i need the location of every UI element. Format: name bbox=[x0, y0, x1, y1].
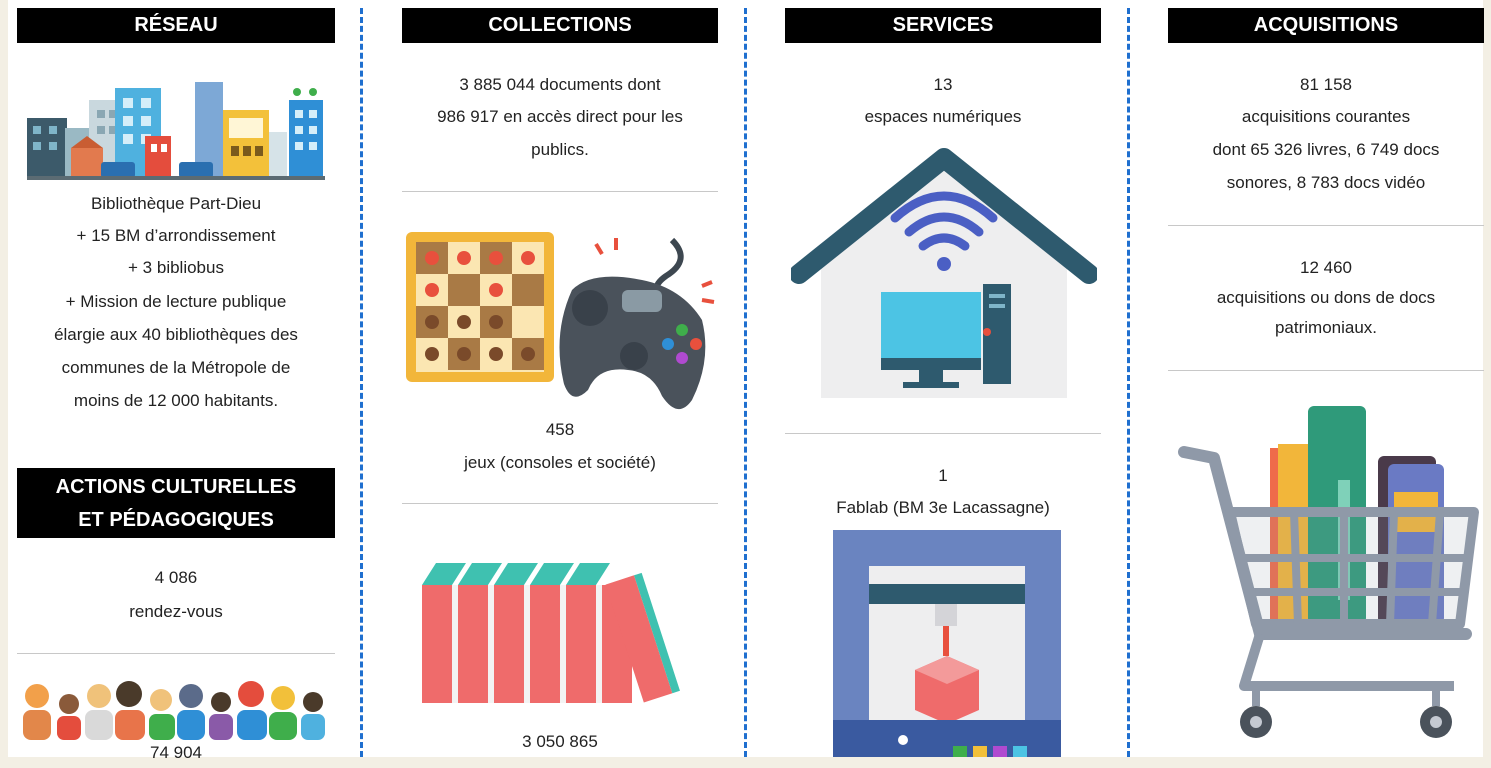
digital-label: espaces numériques bbox=[864, 107, 1022, 126]
reseau-line: communes de la Métropole de bbox=[61, 358, 291, 377]
separator bbox=[1168, 370, 1484, 371]
current-count: 81 158 bbox=[1300, 75, 1352, 94]
games-label: jeux (consoles et société) bbox=[464, 453, 656, 472]
collections-intro-line: 986 917 en accès direct pour les bbox=[437, 107, 683, 126]
current-line: dont 65 326 livres, 6 749 docs bbox=[1212, 140, 1440, 159]
column-divider bbox=[744, 8, 747, 757]
collections-intro-line: publics. bbox=[531, 140, 589, 159]
reseau-line: + 15 BM d’arrondissement bbox=[76, 226, 276, 245]
actions-header: ACTIONS CULTURELLES ET PÉDAGOGIQUES bbox=[17, 468, 335, 538]
city-skyline-icon bbox=[27, 82, 325, 180]
current-line: acquisitions courantes bbox=[1241, 107, 1411, 126]
books-row-icon bbox=[422, 563, 680, 703]
visitors-count: 74 904 bbox=[150, 743, 202, 762]
separator bbox=[785, 433, 1101, 434]
heritage-line: patrimoniaux. bbox=[1274, 318, 1378, 337]
board-game-and-controller-icon bbox=[406, 232, 715, 410]
separator bbox=[402, 191, 718, 192]
separator bbox=[17, 653, 335, 654]
column-divider bbox=[1127, 8, 1130, 757]
reseau-line: + Mission de lecture publique bbox=[65, 292, 287, 311]
house-wifi-computer-icon bbox=[791, 148, 1097, 398]
collections-header: COLLECTIONS bbox=[402, 8, 718, 43]
acquisitions-header: ACQUISITIONS bbox=[1168, 8, 1484, 43]
reseau-header: RÉSEAU bbox=[17, 8, 335, 43]
heritage-line: acquisitions ou dons de docs bbox=[1216, 288, 1436, 307]
3d-printer-icon bbox=[833, 530, 1061, 757]
reseau-line: + 3 bibliobus bbox=[128, 258, 224, 277]
current-line: sonores, 8 783 docs vidéo bbox=[1226, 173, 1426, 192]
shopping-cart-books-icon bbox=[1178, 406, 1479, 738]
collections-intro-line: 3 885 044 documents dont bbox=[459, 75, 661, 94]
fablab-label: Fablab (BM 3e Lacassagne) bbox=[836, 498, 1050, 517]
games-count: 458 bbox=[545, 420, 575, 439]
reseau-line: élargie aux 40 bibliothèques des bbox=[54, 325, 298, 344]
actions-title-line: ACTIONS CULTURELLES bbox=[55, 476, 297, 498]
services-header: SERVICES bbox=[785, 8, 1101, 43]
fablab-count: 1 bbox=[938, 466, 948, 485]
separator bbox=[1168, 225, 1484, 226]
actions-title-line: ET PÉDAGOGIQUES bbox=[78, 509, 274, 531]
actions-label: rendez-vous bbox=[129, 602, 223, 621]
reseau-line: Bibliothèque Part-Dieu bbox=[90, 194, 262, 213]
reseau-line: moins de 12 000 habitants. bbox=[73, 391, 279, 410]
people-crowd-icon bbox=[23, 681, 325, 740]
separator bbox=[402, 503, 718, 504]
digital-count: 13 bbox=[933, 75, 953, 94]
books-count: 3 050 865 bbox=[522, 732, 598, 751]
column-divider bbox=[360, 8, 363, 757]
actions-count: 4 086 bbox=[154, 568, 198, 587]
heritage-count: 12 460 bbox=[1300, 258, 1352, 277]
